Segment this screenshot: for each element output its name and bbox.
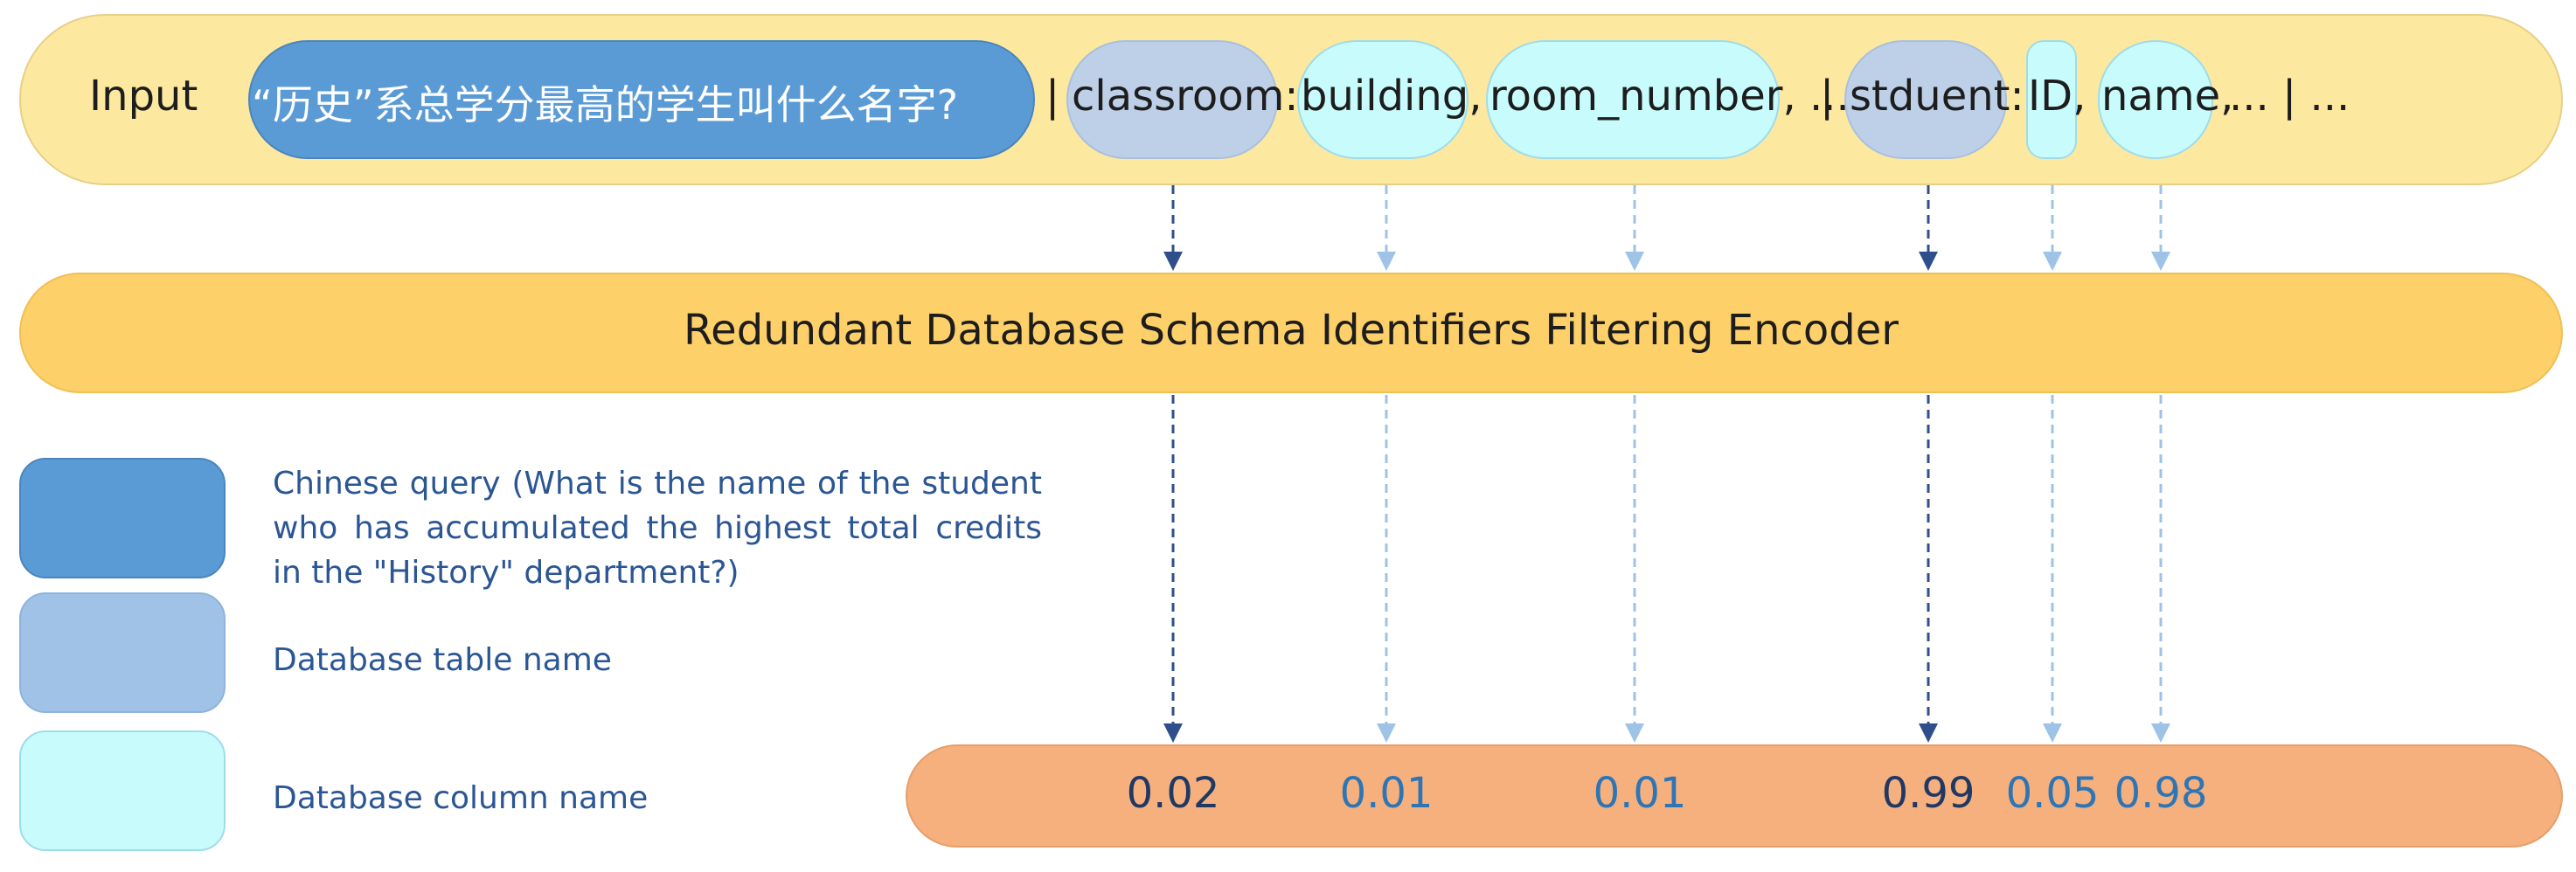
- score-name: 0.98: [2114, 769, 2208, 818]
- column-pill-name: [2098, 40, 2213, 159]
- score-building: 0.01: [1339, 769, 1434, 818]
- score-room-number: 0.01: [1593, 769, 1687, 818]
- column-pill-room-number: [1486, 40, 1780, 159]
- legend-swatch-column: [19, 730, 226, 851]
- legend-label-table: Database table name: [273, 642, 612, 678]
- encoder-label: Redundant Database Schema Identifiers Fi…: [683, 306, 1899, 355]
- arrow-id-in: [2043, 185, 2062, 271]
- arrow-room-number-out: [1625, 395, 1644, 743]
- output-score-bar: [906, 744, 2563, 848]
- arrow-building-in: [1377, 185, 1396, 271]
- column-pill-id: [2026, 40, 2077, 159]
- column-pill-building: [1297, 40, 1469, 159]
- score-id: 0.05: [2005, 769, 2100, 818]
- input-label: Input: [89, 72, 198, 121]
- separator: |: [1045, 72, 1060, 121]
- legend-swatch-query: [19, 458, 226, 578]
- legend-swatch-table: [19, 592, 226, 713]
- arrow-name-out: [2151, 395, 2170, 743]
- column-name-room-number: room_number, ...: [1489, 72, 1850, 121]
- arrow-student-out: [1919, 395, 1938, 743]
- query-text: “历史”系总学分最高的学生叫什么名字?: [252, 81, 959, 128]
- arrow-name-in: [2151, 185, 2170, 271]
- arrow-room-number-in: [1625, 185, 1644, 271]
- arrow-classroom-in: [1163, 185, 1183, 271]
- input-tail: ... | ...: [2229, 72, 2350, 121]
- score-student: 0.99: [1881, 769, 1975, 818]
- separator: |: [1820, 72, 1835, 121]
- score-classroom: 0.02: [1126, 769, 1220, 818]
- legend-label-column: Database column name: [273, 780, 649, 816]
- arrow-building-out: [1377, 395, 1396, 743]
- column-name-name: name,: [2101, 72, 2234, 121]
- filtering-encoder: [19, 273, 2563, 393]
- table-name-classroom: classroom:: [1072, 72, 1299, 121]
- arrow-classroom-out: [1163, 395, 1183, 743]
- table-name-student: stduent:: [1850, 72, 2024, 121]
- arrow-student-in: [1919, 185, 1938, 271]
- table-pill-classroom: [1066, 40, 1278, 159]
- legend-label-query: Chinese query (What is the name of the s…: [273, 466, 1042, 591]
- column-name-id: ID,: [2028, 72, 2086, 121]
- table-pill-student: [1844, 40, 2007, 159]
- column-name-building: building,: [1301, 72, 1482, 121]
- query-pill: [248, 40, 1035, 159]
- arrow-id-out: [2043, 395, 2062, 743]
